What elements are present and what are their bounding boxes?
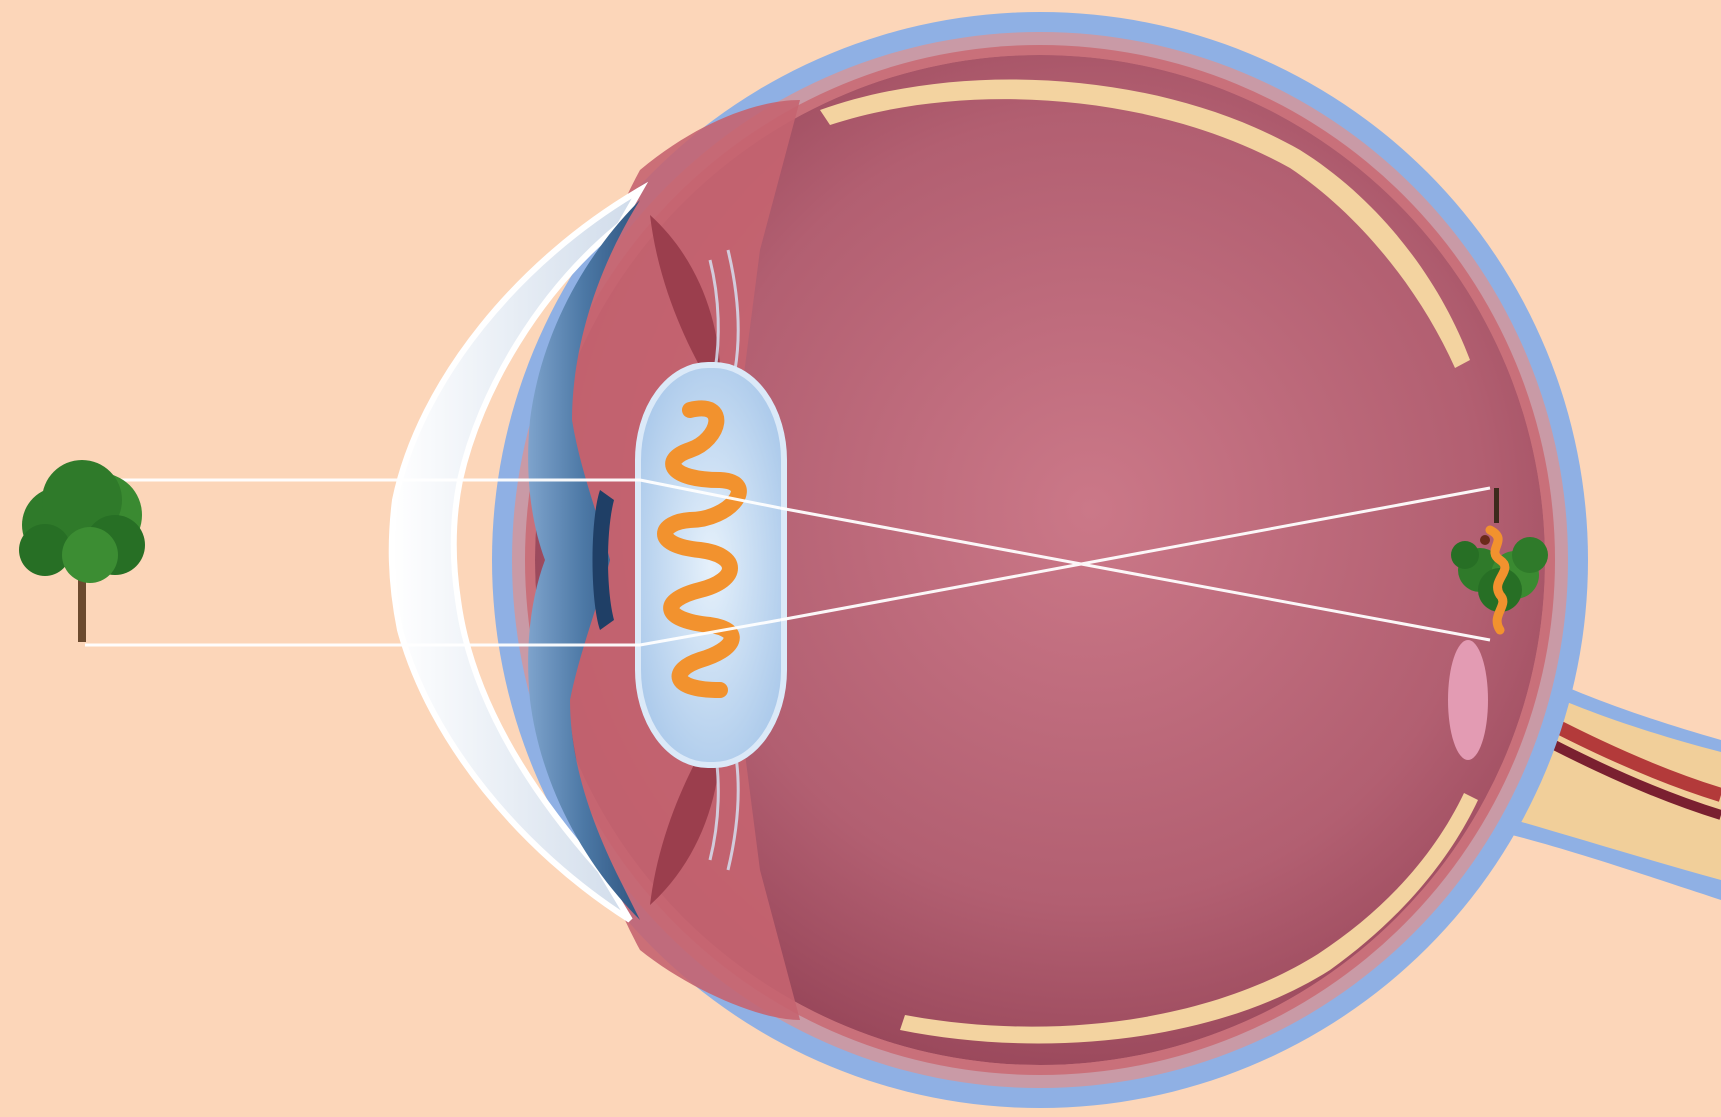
tree-icon <box>19 460 145 642</box>
optic-disc <box>1448 640 1488 760</box>
